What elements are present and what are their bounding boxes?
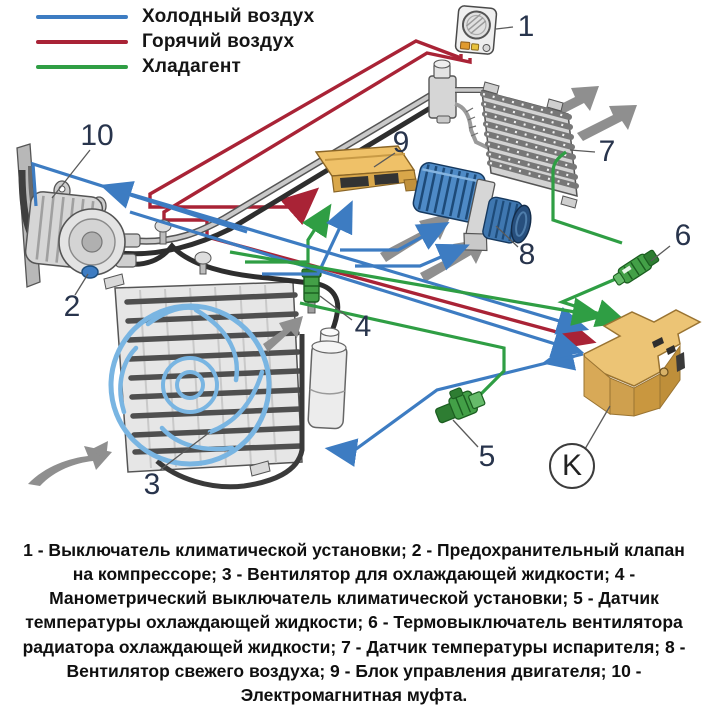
expansion-valve	[428, 59, 498, 154]
diagram-art	[16, 5, 702, 490]
blue-wire-to-ecu	[262, 200, 353, 276]
receiver-drier	[307, 327, 348, 430]
coolant-temp-sensor-5	[435, 387, 486, 424]
callout-4: 4	[354, 310, 372, 343]
hot-air-line-to-ecu	[148, 39, 463, 225]
climate-switch	[454, 5, 498, 55]
green-wire-zigzag	[557, 273, 629, 327]
legend-row-refrigerant: Хладагент	[36, 54, 314, 79]
hot-air-label: Горячий воздух	[142, 30, 295, 52]
ecu-connector-1	[340, 176, 369, 188]
evaporator-airflow-arrow-2	[577, 105, 637, 141]
callout-6: 6	[674, 219, 692, 252]
relay-screw	[659, 367, 669, 377]
switch-knob	[461, 10, 491, 40]
compressor	[16, 143, 141, 288]
callout-7: 7	[598, 135, 616, 168]
condenser-bracket-bottom	[249, 460, 271, 477]
condenser-return-pipe	[155, 334, 305, 490]
cold-air-label: Холодный воздух	[142, 5, 315, 27]
callout-5: 5	[478, 440, 496, 473]
liquid-pipe	[115, 242, 341, 345]
ecu	[314, 145, 419, 193]
green-wire-evaporator-sensor	[551, 150, 623, 245]
relief-valve-2	[81, 265, 99, 279]
ecu-connector-2	[374, 173, 399, 185]
switch-button	[482, 43, 491, 52]
switch-indicator-2	[470, 43, 480, 51]
fan-thermoswitch-6	[612, 249, 660, 286]
blower-airflow-arrow-1	[380, 213, 452, 262]
green-bundle	[229, 250, 605, 326]
legend-row-hot-air: Горячий воздух	[36, 29, 314, 54]
condenser-bracket-top	[103, 273, 125, 290]
relay-box	[583, 309, 702, 417]
relay-clip-2	[666, 345, 676, 355]
coolant-fan	[108, 303, 272, 467]
caption: 1 - Выключатель климатической установки;…	[22, 540, 686, 705]
refrigerant-label: Хладагент	[142, 55, 241, 77]
callout-8: 8	[518, 238, 536, 271]
condenser-airflow-arrow	[263, 316, 303, 352]
legend: Холодный воздух Горячий воздух Хладагент	[36, 4, 314, 79]
callout-3: 3	[143, 468, 161, 501]
blue-wire-to-blower-1	[340, 221, 450, 252]
green-wire-sensor5	[299, 301, 506, 396]
hot-air-line-swatch	[36, 39, 128, 44]
callout-leaders	[51, 26, 671, 471]
callout-2: 2	[63, 290, 81, 323]
blue-bundle-1	[102, 184, 590, 335]
evaporator-tab-1	[482, 81, 500, 95]
evaporator	[480, 81, 579, 209]
hot-air-line-to-relay	[162, 51, 597, 350]
refrigerant-line-swatch	[36, 64, 128, 69]
hot-air-lines	[148, 39, 597, 350]
callout-1: 1	[517, 10, 535, 43]
flex-hose	[454, 102, 498, 154]
callout-k: K	[549, 443, 595, 489]
evaporator-coils	[480, 91, 579, 189]
switch-indicator-1	[459, 41, 471, 50]
condenser-out-arrow-small	[90, 441, 108, 459]
relay-slot	[676, 352, 685, 372]
relay-clip-1	[652, 337, 664, 348]
diagram-canvas: 1 2 3 4 5 6 7 8 9 10 K	[16, 5, 702, 501]
evaporator-tab-3	[560, 195, 578, 209]
callout-10: 10	[80, 119, 114, 152]
evaporator-tab-2	[546, 98, 564, 112]
suction-pipe	[137, 92, 435, 244]
intake-airflow-arrow	[28, 446, 112, 486]
blue-bundle-2	[129, 210, 585, 358]
green-wire-to-ecu	[245, 203, 332, 264]
legend-row-cold-air: Холодный воздух	[36, 4, 314, 29]
callout-9: 9	[392, 126, 410, 159]
signal-wires	[102, 150, 629, 467]
cold-air-line-swatch	[36, 14, 128, 19]
blue-return-line	[324, 352, 584, 467]
